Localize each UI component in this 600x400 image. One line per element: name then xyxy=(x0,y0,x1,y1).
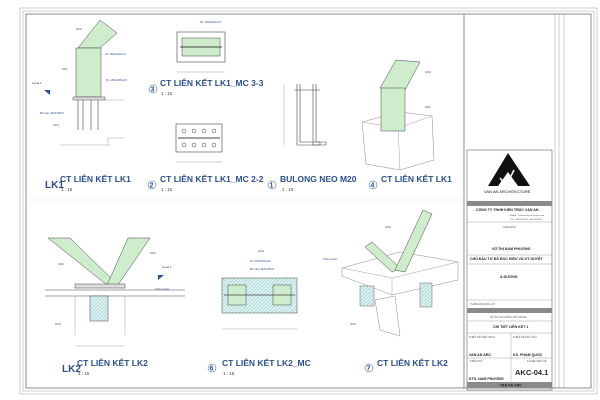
detail-mc-2-2 xyxy=(175,123,223,163)
label-cf2: CF2 xyxy=(150,251,156,255)
detail-number: 4 xyxy=(371,183,375,190)
label-pl3: PL 200x500x20 xyxy=(250,259,271,263)
label-cc2: CC2 xyxy=(55,322,61,326)
detail-title: CT LIÊN KẾT LK2 xyxy=(377,357,448,368)
detail-tag: LK2 xyxy=(62,364,81,375)
detail-anchor-bolt xyxy=(283,84,327,146)
director-label: GIÁM ĐỐC xyxy=(503,224,516,229)
struct-name: KS. PHẠM QUỐC xyxy=(513,352,543,357)
checker-name: KTS. NAM PHƯƠNG xyxy=(469,377,504,381)
detail-title: CT LIÊN KẾT LK2_MC xyxy=(222,357,311,368)
project-name: HỒ SƠ THI CÔNG XÂY DỰNG xyxy=(490,314,526,319)
label-level: Level 1 xyxy=(162,265,172,269)
detail-number: 3 xyxy=(151,87,155,94)
detail-scale: 1 : 15 xyxy=(78,371,90,376)
title-block: VAN AN ARCHITECTURE CÔNG TY TNHH KIẾN TR… xyxy=(466,149,553,391)
detail-title: CT LIÊN KẾT LK1_MC 3-3 xyxy=(160,77,264,88)
detail-title: CT LIÊN KẾT LK1 xyxy=(381,173,452,184)
sheet-number: AKC-04.1 xyxy=(515,368,548,377)
label-cc1: CC1 xyxy=(53,123,59,127)
detail-title: CT LIÊN KẾT LK1_MC 2-2 xyxy=(160,173,264,184)
sheet-title: CHI TIẾT LIÊN KẾT 1 xyxy=(493,324,528,329)
detail-scale: 1 : 15 xyxy=(61,187,73,192)
label-cf2: CF2 xyxy=(425,70,431,74)
label-cc2: CC2 xyxy=(350,322,356,326)
label-cf2: CF2 xyxy=(385,225,391,229)
location: THÀNH PHỐ ĐÀ LẠT xyxy=(470,301,495,306)
detail-number: 6 xyxy=(210,366,214,373)
detail-tag: LK1 xyxy=(45,180,64,191)
detail-number: 2 xyxy=(150,183,154,190)
label-level: Level 1 xyxy=(32,81,42,85)
label-cf1: CF1 xyxy=(62,67,68,71)
detail-title: CT LIÊN KẾT LK2 xyxy=(77,357,148,368)
detail-scale: 1 : 10 xyxy=(223,371,235,376)
check-label: KIỂM TRA xyxy=(470,358,482,363)
label-cc2: CC2 xyxy=(258,249,264,253)
logo-icon: VAN AN ARCHITECTURE xyxy=(484,153,531,194)
detail-lk1-elevation: CF2 CF1 PL 180x200x14 PL 180x200x20 BL N… xyxy=(32,19,127,146)
label-grout: Vữa Grout xyxy=(155,287,169,291)
label-cf1: CF1 xyxy=(425,105,431,109)
label-cf2: CF2 xyxy=(58,262,64,266)
detail-number: 1 xyxy=(270,183,274,190)
owner-label: CHỦ ĐẦU TƯ ĐÃ ĐỌC HIỂU VÀ KÝ DUYỆT xyxy=(470,256,543,261)
detail-lk2-elevation: CF2 CF2 CC2 Vữa Grout Level 1 xyxy=(45,237,185,347)
detail-title: BULONG NEO M20 xyxy=(280,174,357,184)
director-name: VŨ THỊ NAM PHƯƠNG xyxy=(492,246,531,251)
label-bl: BL Neo M20 Ø8.5 xyxy=(250,267,274,271)
arch-label: THIẾT KẾ KIẾN TRÚC xyxy=(469,334,495,339)
label-pl1: PL 180x200x14 xyxy=(105,52,126,56)
sheet-no-label: KÍ HIỆU BẢN VẼ xyxy=(527,358,547,363)
company-name: CÔNG TY TNHH KIẾN TRÚC VẠN AN xyxy=(476,207,539,212)
detail-mc-3-3: PL 180x200x14 xyxy=(176,20,226,73)
owner-name: A.DƯƠNG xyxy=(500,275,518,279)
label-pl2: PL 180x200x20 xyxy=(106,78,127,82)
detail-title: CT LIÊN KẾT LK1 xyxy=(60,173,131,184)
label-bl: BL Neo M20 Ø8.5 xyxy=(40,111,64,115)
detail-lk2-mc: CC2 PL 200x500x20 BL Neo M20 Ø8.5 xyxy=(221,249,298,330)
label-cf2: CF2 xyxy=(76,27,82,31)
detail-scale: 1 : 10 xyxy=(282,187,294,192)
company-email: EMAIL : kientrucvanan@gmail.com xyxy=(510,214,544,217)
label-grout: Vữa Grout xyxy=(323,257,337,261)
detail-lk2-isometric: CC2 CF2 Vữa Grout xyxy=(323,209,459,337)
detail-number: 7 xyxy=(367,366,371,373)
arch-name: VAN AN ARC xyxy=(469,353,491,357)
footer-text: VAN AN ARC xyxy=(500,384,522,388)
company-tel: TEL : 0916023592 - 0913490264 xyxy=(510,219,543,221)
detail-scale: 1 : 10 xyxy=(161,91,173,96)
detail-lk1-isometric: CF2 CF1 xyxy=(361,59,435,171)
logo-text: VAN AN ARCHITECTURE xyxy=(484,189,531,194)
detail-scale: 1 : 10 xyxy=(161,187,173,192)
sheet-border xyxy=(19,7,598,395)
label-pl: PL 180x200x14 xyxy=(200,20,221,24)
struct-label: THIẾT KẾ KẾT CẤU xyxy=(513,334,537,339)
